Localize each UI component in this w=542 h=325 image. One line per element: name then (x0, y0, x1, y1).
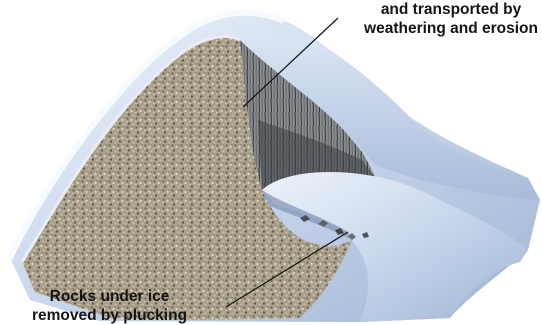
label-top-line-2: weathering and erosion (364, 19, 538, 38)
label-weathering-erosion: and transported by weathering and erosio… (364, 0, 538, 38)
label-top-line-1: and transported by (364, 0, 538, 19)
label-bottom-line-2: removed by plucking (32, 306, 187, 325)
label-bottom-line-1: Rocks under ice (32, 287, 187, 306)
label-plucking: Rocks under ice removed by plucking (32, 287, 187, 325)
